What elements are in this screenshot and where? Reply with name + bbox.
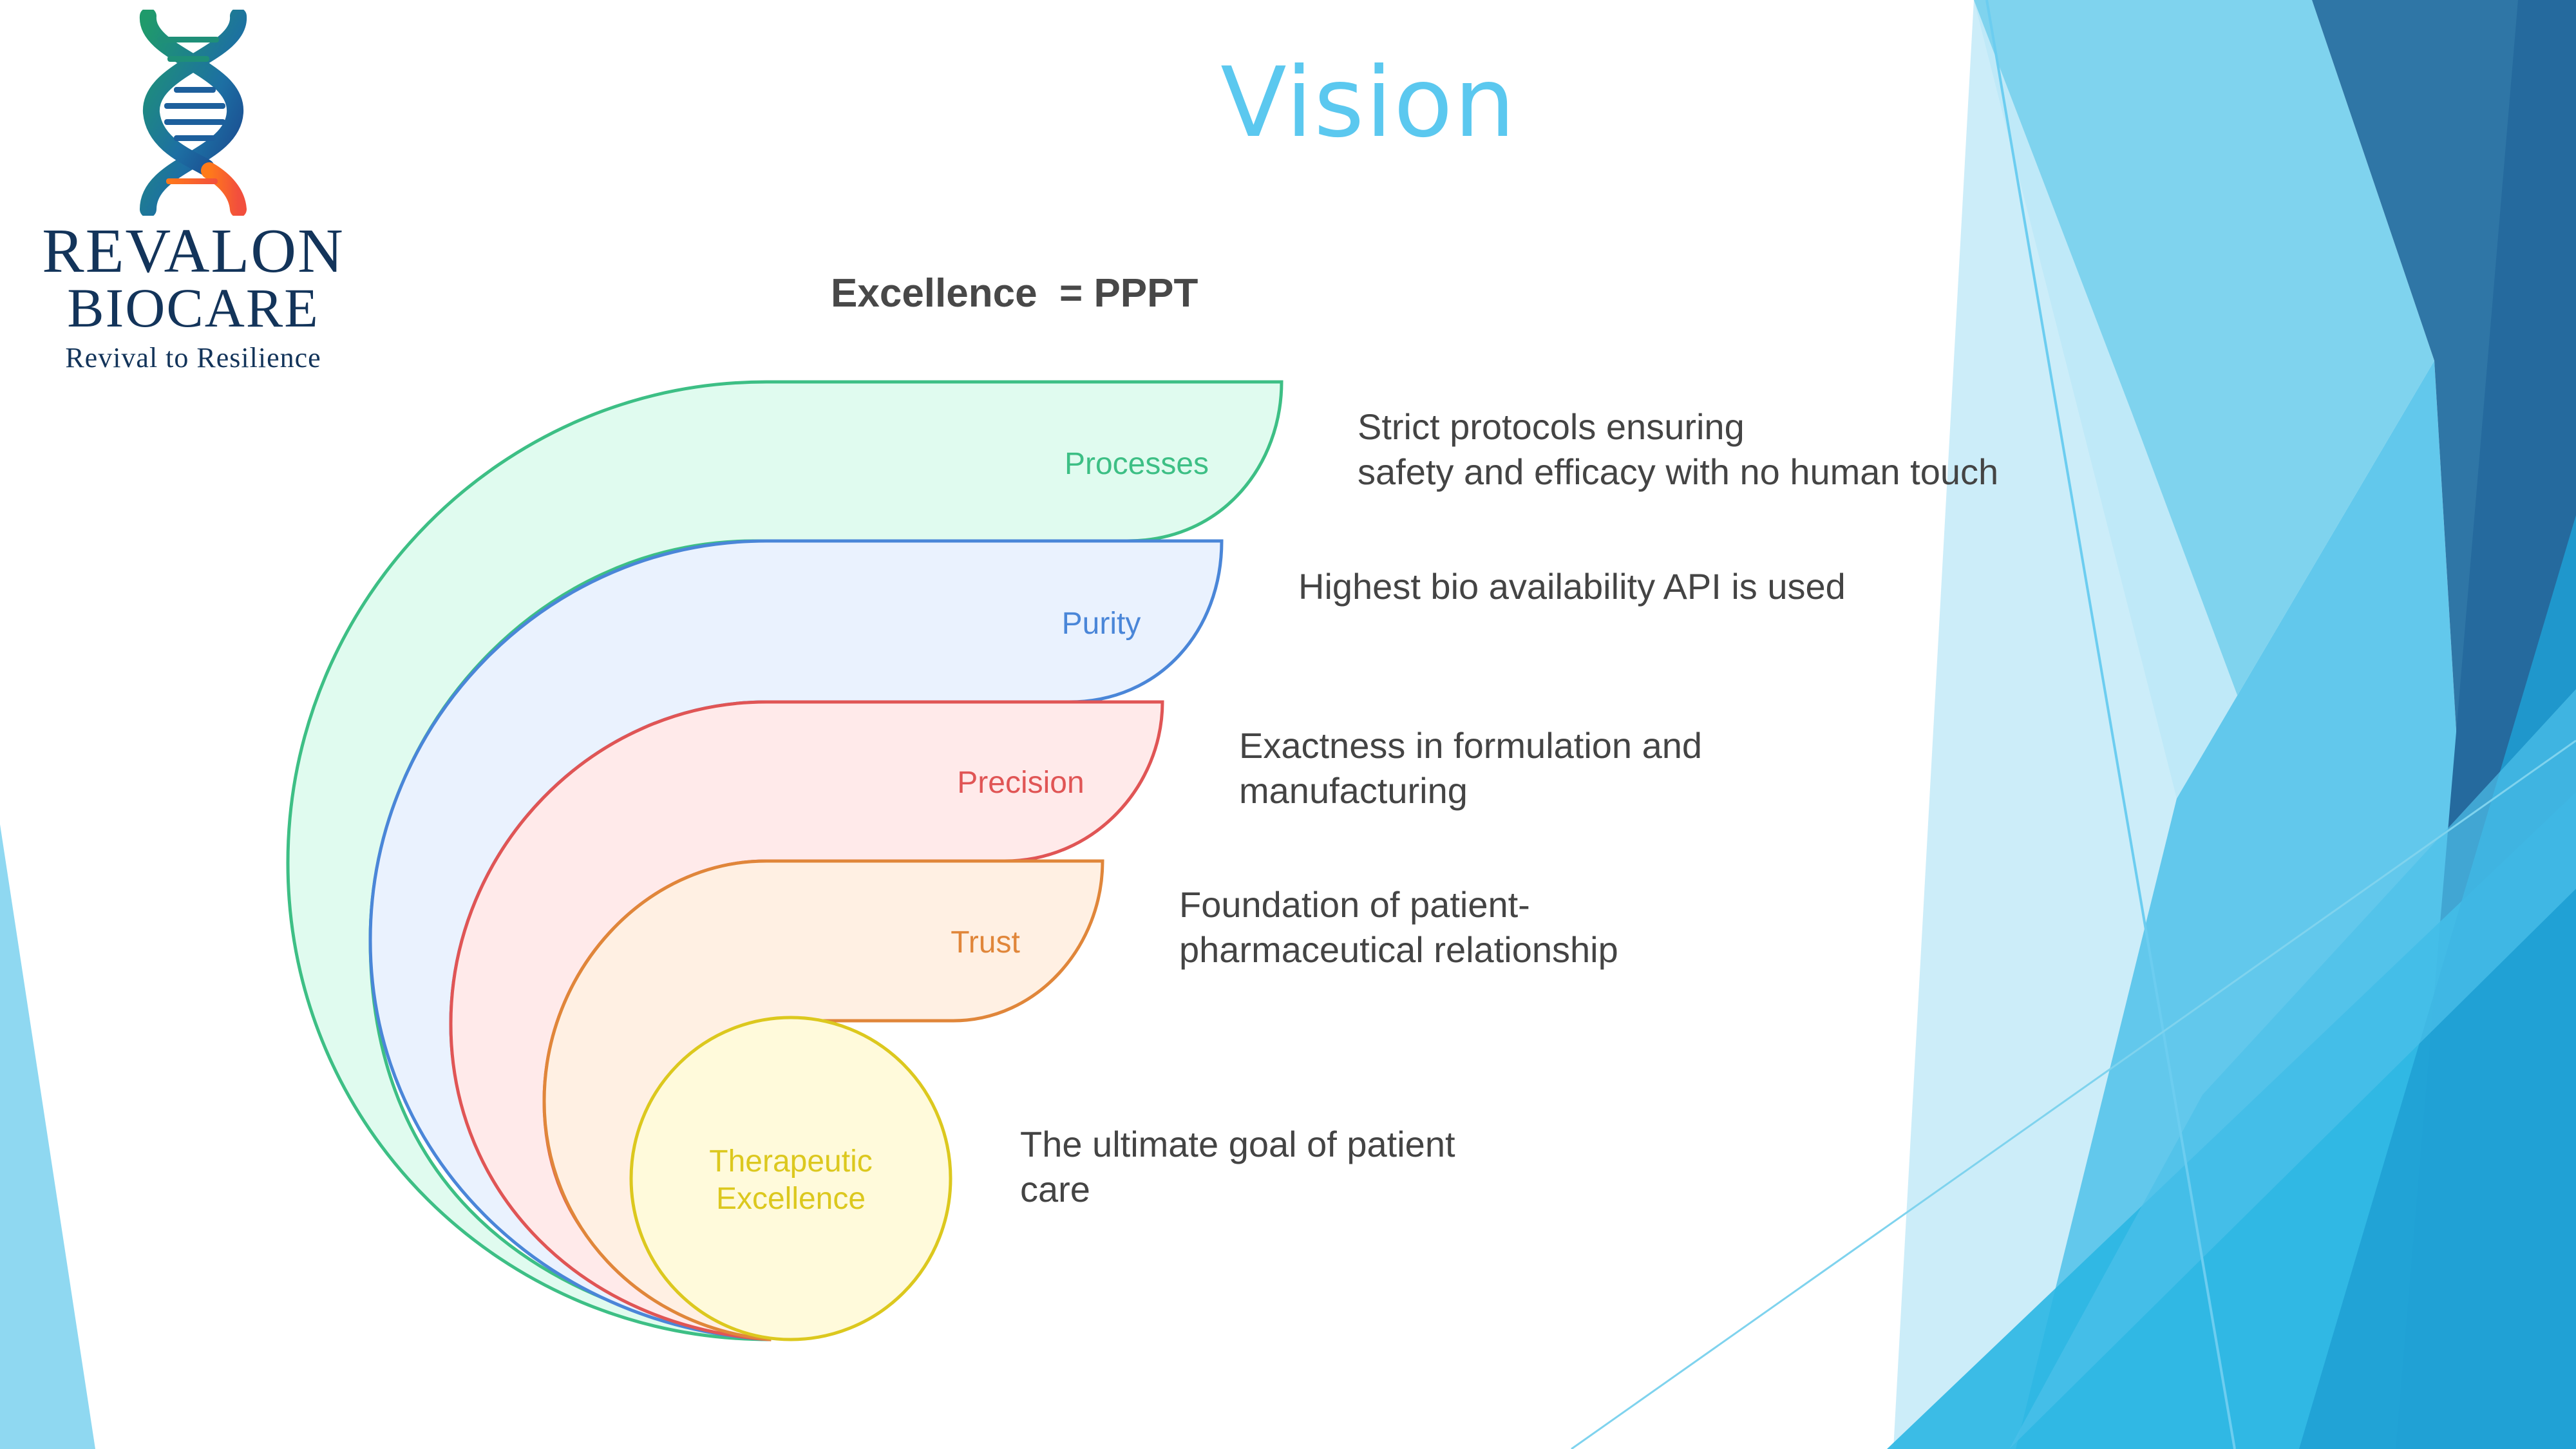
layer-description-trust: Foundation of patient- pharmaceutical re… (1179, 884, 1618, 970)
facet-line-1 (1985, 0, 2236, 1449)
facet-line-2 (1571, 739, 2576, 1449)
company-logo: REVALON BIOCARE Revival to Resilience (13, 6, 361, 380)
slide-title: Vision (1220, 47, 1517, 159)
layer-label-precision: Precision (957, 766, 1084, 800)
layer-label-therapeutic-excellence: Therapeutic Excellence (709, 1144, 873, 1216)
layer-label-purity: Purity (1061, 607, 1141, 641)
layer-label-trust: Trust (951, 925, 1020, 960)
left-facet (0, 824, 95, 1449)
right-facet-teal (2009, 689, 2576, 1449)
layer-description-precision: Exactness in formulation and manufacturi… (1239, 725, 1703, 811)
logo-name-line1: REVALON (42, 216, 345, 286)
logo-tagline: Revival to Resilience (65, 342, 321, 374)
logo-name-line2: BIOCARE (67, 277, 319, 339)
layer-description-processes: Strict protocols ensuring safety and eff… (1358, 406, 1999, 492)
dna-helix-icon (140, 10, 247, 216)
layer-description-purity: Highest bio availability API is used (1298, 566, 1846, 607)
layer-shape-therapeutic-excellence (629, 1016, 952, 1341)
layer-description-therapeutic-excellence: The ultimate goal of patient care (1020, 1124, 1455, 1209)
right-facet-light-top (1974, 0, 2434, 799)
excellence-formula: Excellence = PPPT (831, 271, 1198, 316)
layer-label-processes: Processes (1064, 447, 1209, 481)
